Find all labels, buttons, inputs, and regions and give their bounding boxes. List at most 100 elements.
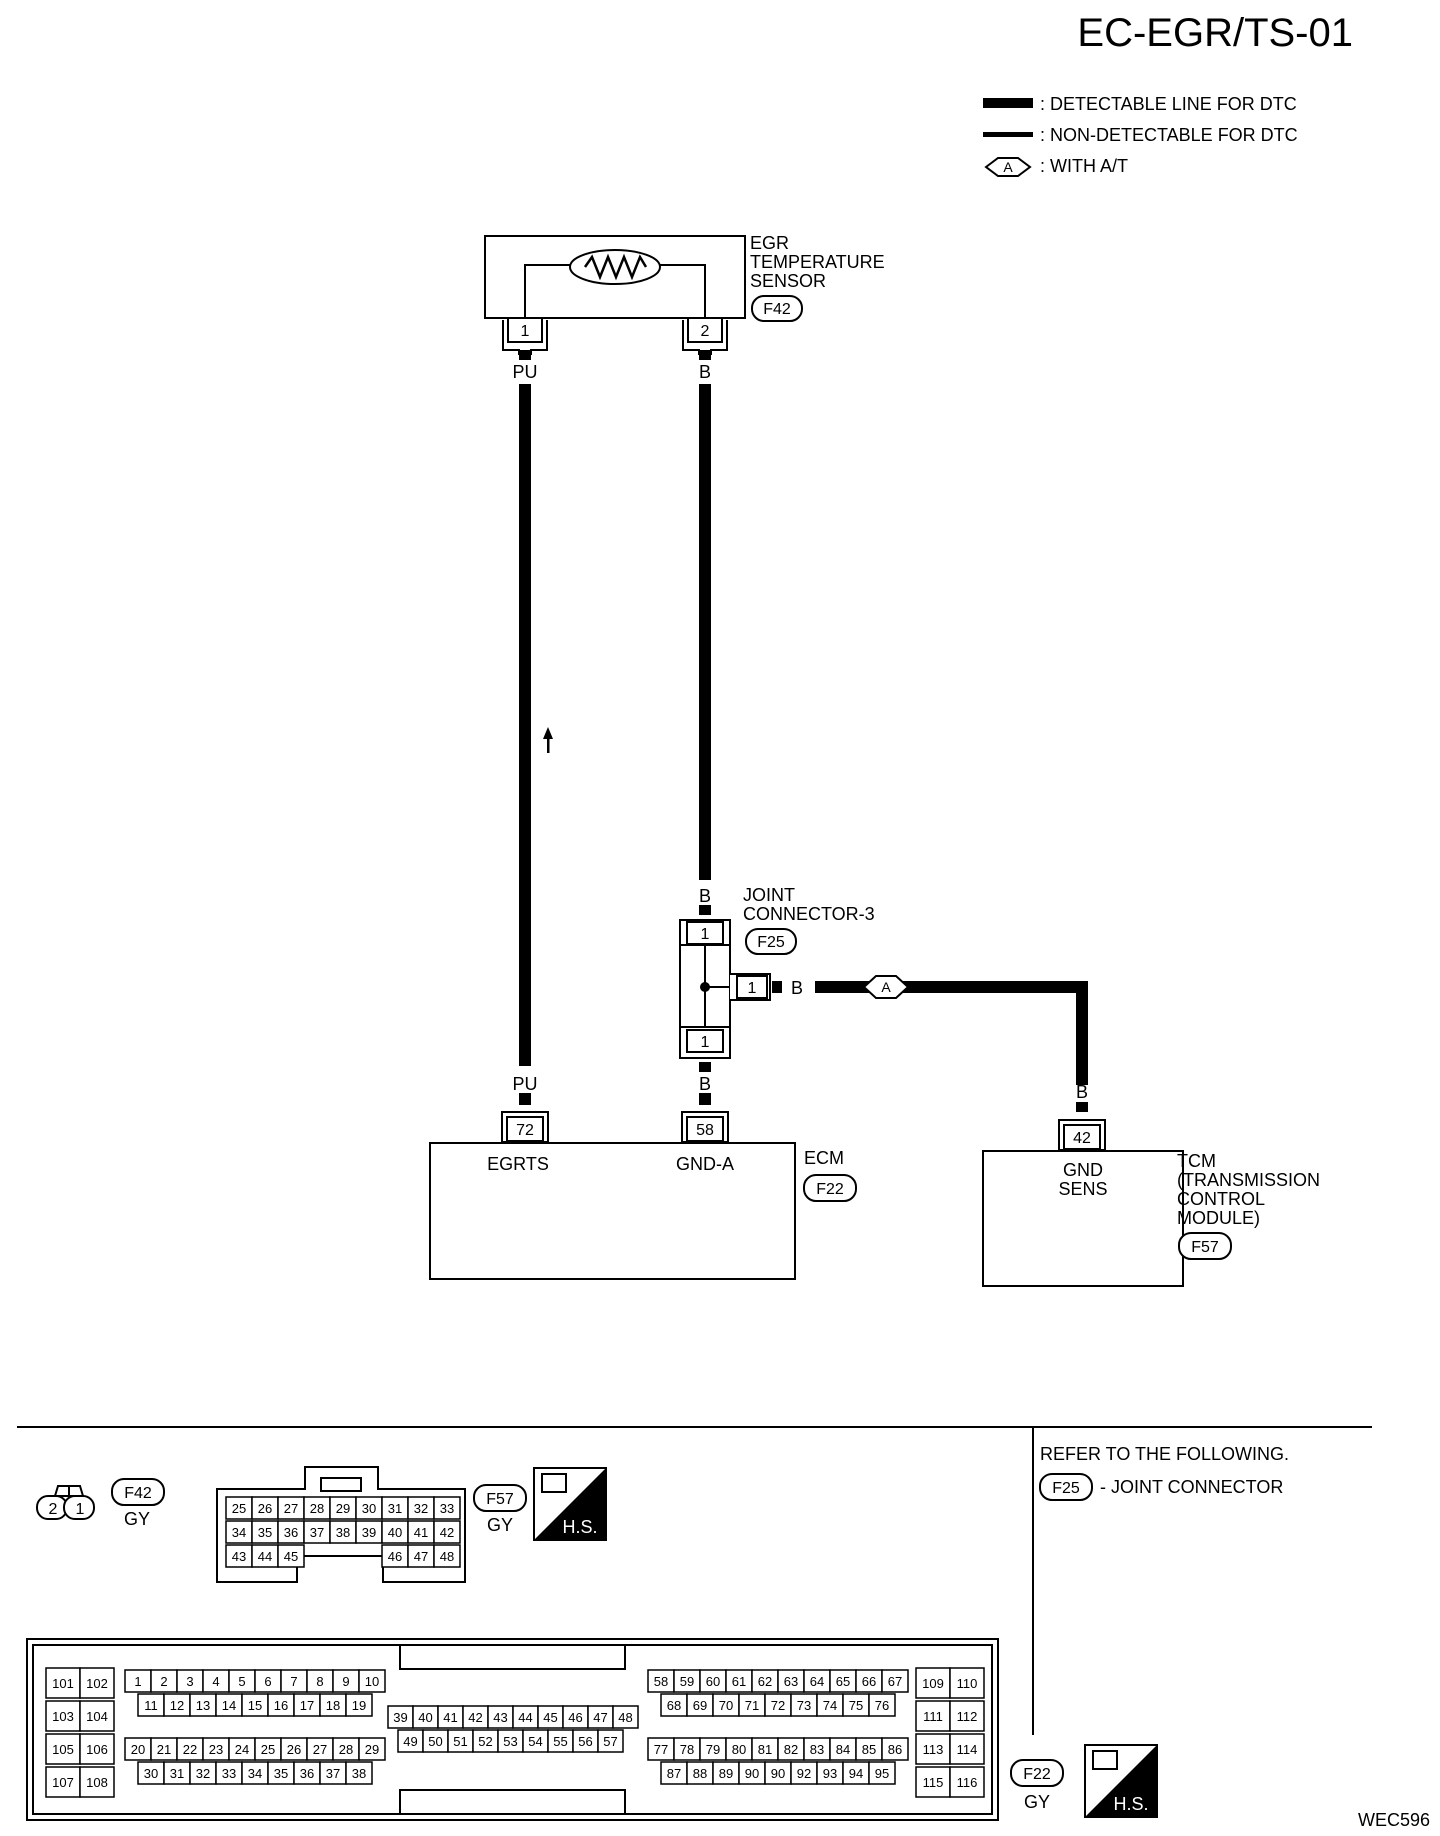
pin-number: 87 bbox=[667, 1766, 681, 1781]
pin-number: 92 bbox=[797, 1766, 811, 1781]
signal-direction-arrow-shaft bbox=[547, 737, 550, 753]
connector-f22-badge bbox=[803, 1174, 857, 1202]
legend-nondetectable-swatch bbox=[983, 132, 1033, 137]
pin-number: 76 bbox=[875, 1698, 889, 1713]
ecm-body bbox=[429, 1142, 796, 1280]
pin-number: 6 bbox=[264, 1674, 271, 1689]
pin-number: 54 bbox=[528, 1734, 542, 1749]
joint-top-pin-label: 1 bbox=[701, 926, 710, 943]
refer-text: - JOINT CONNECTOR bbox=[1100, 1477, 1283, 1497]
pin-number: 35 bbox=[258, 1525, 272, 1540]
pin-number: 43 bbox=[232, 1549, 246, 1564]
wire-label-b-top: B bbox=[699, 362, 711, 382]
wire-b-to-tcm-h bbox=[815, 981, 1088, 993]
wire-b-joint-out-stub bbox=[699, 1062, 711, 1072]
legend-detectable-swatch bbox=[983, 98, 1033, 108]
pin-number: 90 bbox=[745, 1766, 759, 1781]
pin-number: 111 bbox=[923, 1709, 943, 1724]
pin-number: 25 bbox=[261, 1742, 275, 1757]
pin-number: 1 bbox=[134, 1674, 141, 1689]
pin-number: 115 bbox=[923, 1775, 944, 1790]
pin-cell bbox=[345, 1761, 373, 1785]
tcm-body bbox=[982, 1150, 1184, 1287]
egr-pin2-label: 2 bbox=[701, 323, 710, 340]
legend-with-at-text: : WITH A/T bbox=[1040, 156, 1128, 176]
pin-number: 88 bbox=[693, 1766, 707, 1781]
joint-bottom-pin-label: 1 bbox=[701, 1034, 710, 1051]
pin-number: 14 bbox=[222, 1698, 236, 1713]
signal-direction-arrow-icon bbox=[543, 727, 553, 739]
pin-cell bbox=[79, 1766, 115, 1798]
f57-face-latch bbox=[320, 1477, 362, 1492]
pin-number: 89 bbox=[719, 1766, 733, 1781]
pin-number: 68 bbox=[667, 1698, 681, 1713]
tcm-signal-line1: GND bbox=[1063, 1160, 1103, 1180]
wires: PU PU B B B B A B bbox=[512, 350, 1088, 1112]
pin-cell bbox=[358, 1737, 386, 1761]
egr-sensor-name-line1: EGR bbox=[750, 233, 789, 253]
egr-pin1-label: 1 bbox=[521, 323, 530, 340]
pin-number: 101 bbox=[52, 1676, 74, 1691]
pin-cell bbox=[868, 1761, 896, 1785]
pin-cell bbox=[433, 1520, 461, 1544]
wire-label-b-bottom: B bbox=[699, 1074, 711, 1094]
pin-number: 31 bbox=[170, 1766, 184, 1781]
hs-icon-2-label: H.S. bbox=[1113, 1794, 1148, 1814]
tcm-name-line1: TCM bbox=[1177, 1151, 1216, 1171]
pin-number: 13 bbox=[196, 1698, 210, 1713]
pin-number: 56 bbox=[578, 1734, 592, 1749]
pin-number: 37 bbox=[310, 1525, 324, 1540]
pin-cell bbox=[277, 1544, 305, 1568]
hs-icon-1-triangle bbox=[534, 1468, 606, 1540]
f42-face-pin1-label: 1 bbox=[76, 1501, 85, 1518]
pin-number: 90 bbox=[771, 1766, 785, 1781]
pin-number: 24 bbox=[235, 1742, 249, 1757]
ecm-signal-gnd-a: GND-A bbox=[676, 1154, 734, 1174]
f22-face-color: GY bbox=[1024, 1792, 1050, 1812]
f57-face-color: GY bbox=[487, 1515, 513, 1535]
wire-pu-main bbox=[519, 384, 531, 1066]
pin-number: 60 bbox=[706, 1674, 720, 1689]
pin-number: 21 bbox=[157, 1742, 171, 1757]
hs-icon-1-label: H.S. bbox=[562, 1517, 597, 1537]
tcm-name-line2: (TRANSMISSION bbox=[1177, 1170, 1320, 1190]
pin-number: 17 bbox=[300, 1698, 314, 1713]
connector-f25-label: F25 bbox=[757, 934, 785, 951]
legend-nondetectable-text: : NON-DETECTABLE FOR DTC bbox=[1040, 125, 1298, 145]
pin-cell bbox=[345, 1693, 373, 1717]
f57-face-badge bbox=[473, 1484, 527, 1512]
ecm-pin72-label: 72 bbox=[516, 1122, 534, 1139]
pin-number: 26 bbox=[287, 1742, 301, 1757]
pin-cell bbox=[433, 1496, 461, 1520]
pin-number: 12 bbox=[170, 1698, 184, 1713]
pin-number: 41 bbox=[443, 1710, 457, 1725]
ecm-pin72-inner bbox=[506, 1116, 544, 1142]
egr-temperature-sensor: EGR TEMPERATURE SENSOR F42 1 2 bbox=[484, 233, 885, 355]
pin-cell bbox=[915, 1700, 951, 1732]
pin-number: 20 bbox=[131, 1742, 145, 1757]
pin-number: 78 bbox=[680, 1742, 694, 1757]
f42-face-color: GY bbox=[124, 1509, 150, 1529]
pin-number: 83 bbox=[810, 1742, 824, 1757]
tcm-pin42-inner bbox=[1063, 1124, 1101, 1150]
pin-number: 47 bbox=[414, 1549, 428, 1564]
pin-number: 33 bbox=[222, 1766, 236, 1781]
pin-cell bbox=[868, 1693, 896, 1717]
pin-number: 42 bbox=[440, 1525, 454, 1540]
connector-f22-label: F22 bbox=[816, 1181, 844, 1198]
pin-number: 110 bbox=[957, 1676, 978, 1691]
page-title: EC-EGR/TS-01 bbox=[1077, 11, 1353, 55]
pin-number: 77 bbox=[654, 1742, 668, 1757]
pin-cell bbox=[45, 1766, 81, 1798]
pin-number: 28 bbox=[310, 1501, 324, 1516]
pin-number: 15 bbox=[248, 1698, 262, 1713]
pin-number: 75 bbox=[849, 1698, 863, 1713]
pin-number: 35 bbox=[274, 1766, 288, 1781]
refer-f25-label: F25 bbox=[1052, 1480, 1080, 1497]
legend-with-at-marker bbox=[984, 157, 1032, 177]
pin-cell bbox=[597, 1729, 624, 1753]
pin-number: 95 bbox=[875, 1766, 889, 1781]
pin-number: 22 bbox=[183, 1742, 197, 1757]
wire-b-stub-top bbox=[699, 350, 711, 360]
